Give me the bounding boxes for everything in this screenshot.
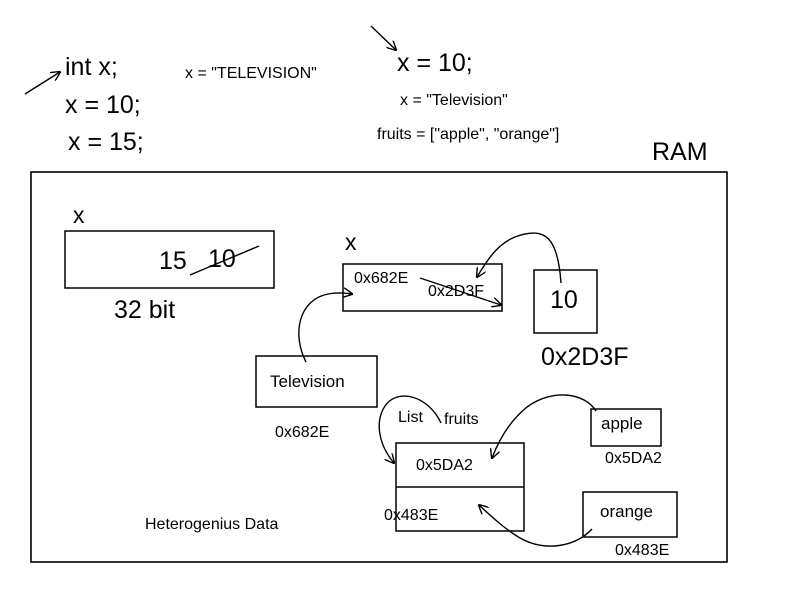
c-code-line-1: int x; xyxy=(65,53,118,81)
c-code-line-3: x = 15; xyxy=(68,128,144,156)
dynamic-var-ref-new: 0x2D3F xyxy=(428,283,485,300)
apple-object-address: 0x5DA2 xyxy=(605,450,662,467)
ram-label: RAM xyxy=(652,138,708,166)
python-code-television-upper: x = "TELEVISION" xyxy=(185,65,317,82)
strikethrough-line xyxy=(189,245,260,276)
orange-object-box xyxy=(582,491,678,538)
python-code-pointer-arrow xyxy=(370,25,396,50)
static-var-size-label: 32 bit xyxy=(114,296,176,324)
string-object-address: 0x682E xyxy=(275,424,330,441)
arrow-orange-to-slot1 xyxy=(479,505,593,547)
dynamic-x-box xyxy=(342,263,503,312)
ram-box xyxy=(30,171,728,563)
string-object-value: Television xyxy=(270,372,345,391)
arrow-fruits-to-list xyxy=(378,395,442,463)
heterogeneous-data-caption: Heterogenius Data xyxy=(145,516,279,533)
apple-object-box xyxy=(590,408,662,447)
orange-object-address: 0x483E xyxy=(615,542,670,559)
arrow-television-to-dynamic-x xyxy=(298,293,352,363)
static-var-value-old: 10 xyxy=(208,245,236,273)
python-code-assign-ten: x = 10; xyxy=(397,49,473,77)
arrow-int-to-dynamic-x xyxy=(477,232,562,284)
c-code-line-2: x = 10; xyxy=(65,91,141,119)
string-object-box xyxy=(255,355,378,408)
int-object-value: 10 xyxy=(550,286,578,314)
int-object-box xyxy=(533,269,598,334)
list-slot-1: 0x483E xyxy=(384,507,439,524)
static-x-box xyxy=(64,230,275,289)
python-code-assign-fruits: fruits = ["apple", "orange"] xyxy=(377,126,560,143)
dynamic-var-ref-old: 0x682E xyxy=(354,270,409,287)
orange-object-value: orange xyxy=(600,502,653,521)
static-var-value-new: 15 xyxy=(159,247,187,275)
list-var-name: fruits xyxy=(444,411,479,428)
list-slot-0: 0x5DA2 xyxy=(416,457,473,474)
arrow-ref-rebind xyxy=(419,277,501,305)
python-code-assign-television: x = "Television" xyxy=(400,92,508,109)
list-type-label: List xyxy=(398,409,423,426)
apple-object-value: apple xyxy=(601,414,643,433)
int-object-address: 0x2D3F xyxy=(541,343,629,371)
c-code-pointer-arrow xyxy=(24,72,60,95)
static-var-name: x xyxy=(73,202,85,228)
dynamic-var-name: x xyxy=(345,229,357,255)
arrow-apple-to-slot0 xyxy=(492,394,597,458)
